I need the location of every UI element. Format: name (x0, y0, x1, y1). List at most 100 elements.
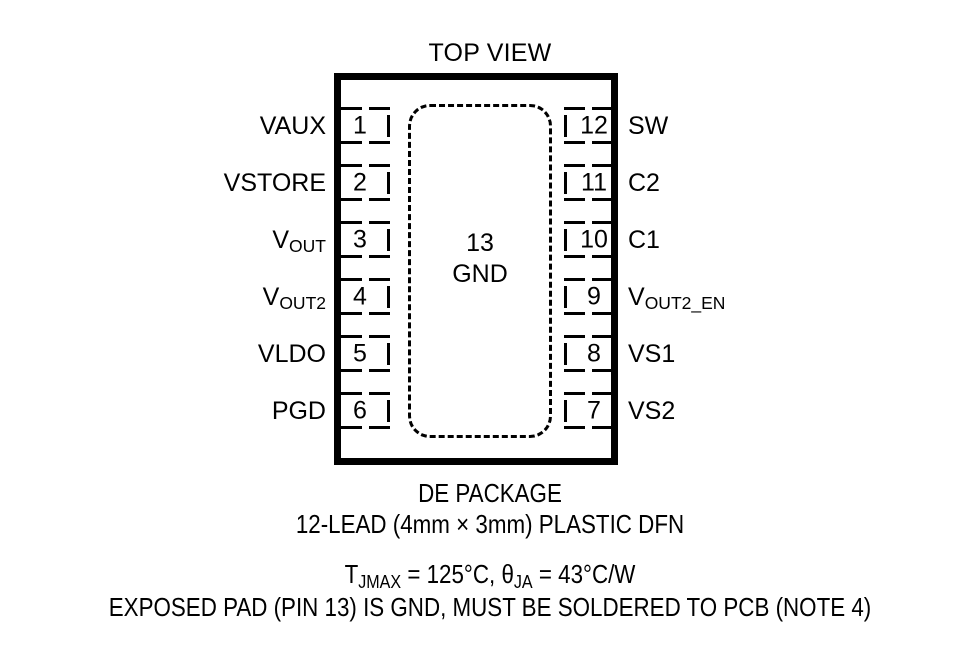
pin-2-box: 2 (340, 164, 390, 201)
pin-label-text: PGD (271, 396, 326, 425)
pin-edge-segment (369, 278, 390, 281)
pin-2-label: VSTORE (0, 170, 326, 196)
pin-9-box: 9 (564, 278, 614, 315)
pin-edge-segment (340, 392, 362, 395)
pin-edge-segment (564, 198, 585, 201)
pin-5-box: 5 (340, 335, 390, 372)
pin-edge-segment (564, 392, 585, 395)
thermal-data-caption: TJMAX = 125°C, θJA = 43°C/W (69, 559, 912, 592)
pin-edge-segment (387, 400, 390, 422)
pin-edge-segment (369, 107, 390, 110)
pin-edge-segment (340, 335, 362, 338)
pin-edge-segment (387, 115, 390, 137)
pin-edge-segment (369, 369, 390, 372)
pin-8-label: VS1 (628, 341, 980, 367)
pin-edge-segment (564, 255, 585, 258)
pin-edge-segment (564, 115, 567, 137)
pin-edge-segment (592, 164, 614, 167)
pin-edge-segment (564, 312, 585, 315)
package-body-outline (334, 73, 618, 465)
pin-edge-segment (564, 141, 585, 144)
pin-edge-segment (564, 343, 567, 365)
pin-edge-segment (387, 172, 390, 194)
pin-7-box: 7 (564, 392, 614, 429)
pin-edge-segment (340, 198, 362, 201)
pin-10-label: C1 (628, 225, 980, 254)
pin-4-label: VOUT2 (0, 282, 326, 314)
pin-1-number: 1 (353, 111, 367, 139)
pin-edge-segment (340, 107, 362, 110)
thermal-middle-text: = 125°C, θ (401, 559, 514, 589)
pin-edge-segment (564, 400, 567, 422)
pin-7-label: VS2 (628, 396, 980, 425)
pin-label-text: C1 (628, 225, 660, 254)
pin-edge-segment (592, 392, 614, 395)
pin-edge-segment (387, 229, 390, 251)
pin-label-text: C2 (628, 168, 660, 197)
pin-10-box: 10 (564, 221, 614, 258)
pin-6-number: 6 (353, 396, 367, 424)
pin-12-number: 12 (580, 111, 608, 139)
pin-11-box: 11 (564, 164, 614, 201)
pin-10-number: 10 (580, 225, 608, 253)
exposed-pad-pin-number: 13 (466, 229, 494, 257)
pin-5-label: VLDO (0, 341, 326, 367)
pin-edge-segment (564, 278, 585, 281)
pin-edge-segment (564, 286, 567, 308)
tjmax-symbol: T (344, 559, 359, 589)
lead-count-caption: 12-LEAD (4mm × 3mm) PLASTIC DFN (295, 509, 685, 539)
pin-edge-segment (592, 278, 614, 281)
thermal-tail-text: = 43°C/W (532, 559, 636, 589)
exposed-pad-outline (408, 104, 552, 438)
pin-edge-segment (340, 141, 362, 144)
pin-edge-segment (592, 198, 614, 201)
pin-1-box: 1 (340, 107, 390, 144)
pin-4-box: 4 (340, 278, 390, 315)
pin-12-label: SW (628, 111, 980, 140)
pin-11-number: 11 (581, 168, 607, 196)
pin-label-text: V (628, 282, 645, 311)
pin-edge-segment (340, 164, 362, 167)
pin-5-number: 5 (353, 339, 367, 367)
pin-edge-segment (387, 286, 390, 308)
pin-12-box: 12 (564, 107, 614, 144)
pin-edge-segment (340, 426, 362, 429)
pin-edge-segment (592, 221, 614, 224)
pin-edge-segment (340, 255, 362, 258)
pin-9-label: VOUT2_EN (628, 282, 980, 314)
tjmax-subscript: JMAX (358, 570, 402, 592)
pin-edge-segment (340, 221, 362, 224)
pin-label-subscript: OUT2_EN (644, 293, 726, 314)
package-name-caption: DE PACKAGE (418, 478, 562, 508)
pin-edge-segment (387, 343, 390, 365)
pin-edge-segment (592, 426, 614, 429)
pin-label-text: V (262, 282, 280, 311)
pin-edge-segment (592, 335, 614, 338)
pin-label-text: SW (628, 111, 669, 140)
top-view-label: TOP VIEW (428, 39, 552, 67)
pin-edge-segment (369, 426, 390, 429)
pin-11-label: C2 (628, 168, 980, 197)
pin-edge-segment (369, 221, 390, 224)
pin-8-number: 8 (587, 339, 601, 367)
pin-7-number: 7 (587, 396, 601, 424)
pin-label-subscript: OUT2 (279, 293, 326, 314)
pin-edge-segment (564, 426, 585, 429)
pin-label-text: VS2 (628, 396, 676, 425)
pin-2-number: 2 (353, 168, 367, 196)
pin-edge-segment (369, 335, 390, 338)
pin-6-label: PGD (0, 396, 326, 425)
pin-label-subscript: OUT (289, 236, 326, 257)
pin-edge-segment (369, 255, 390, 258)
exposed-pad-label: 13 GND (408, 228, 552, 290)
pin-edge-segment (564, 335, 585, 338)
exposed-pad-pin-name: GND (452, 260, 508, 288)
pin-label-text: VAUX (259, 111, 326, 140)
pin-edge-segment (564, 229, 567, 251)
pin-edge-segment (564, 164, 585, 167)
pin-edge-segment (369, 141, 390, 144)
pin-edge-segment (592, 255, 614, 258)
pin-3-label: VOUT (0, 227, 326, 257)
theta-ja-subscript: JA (513, 570, 533, 592)
